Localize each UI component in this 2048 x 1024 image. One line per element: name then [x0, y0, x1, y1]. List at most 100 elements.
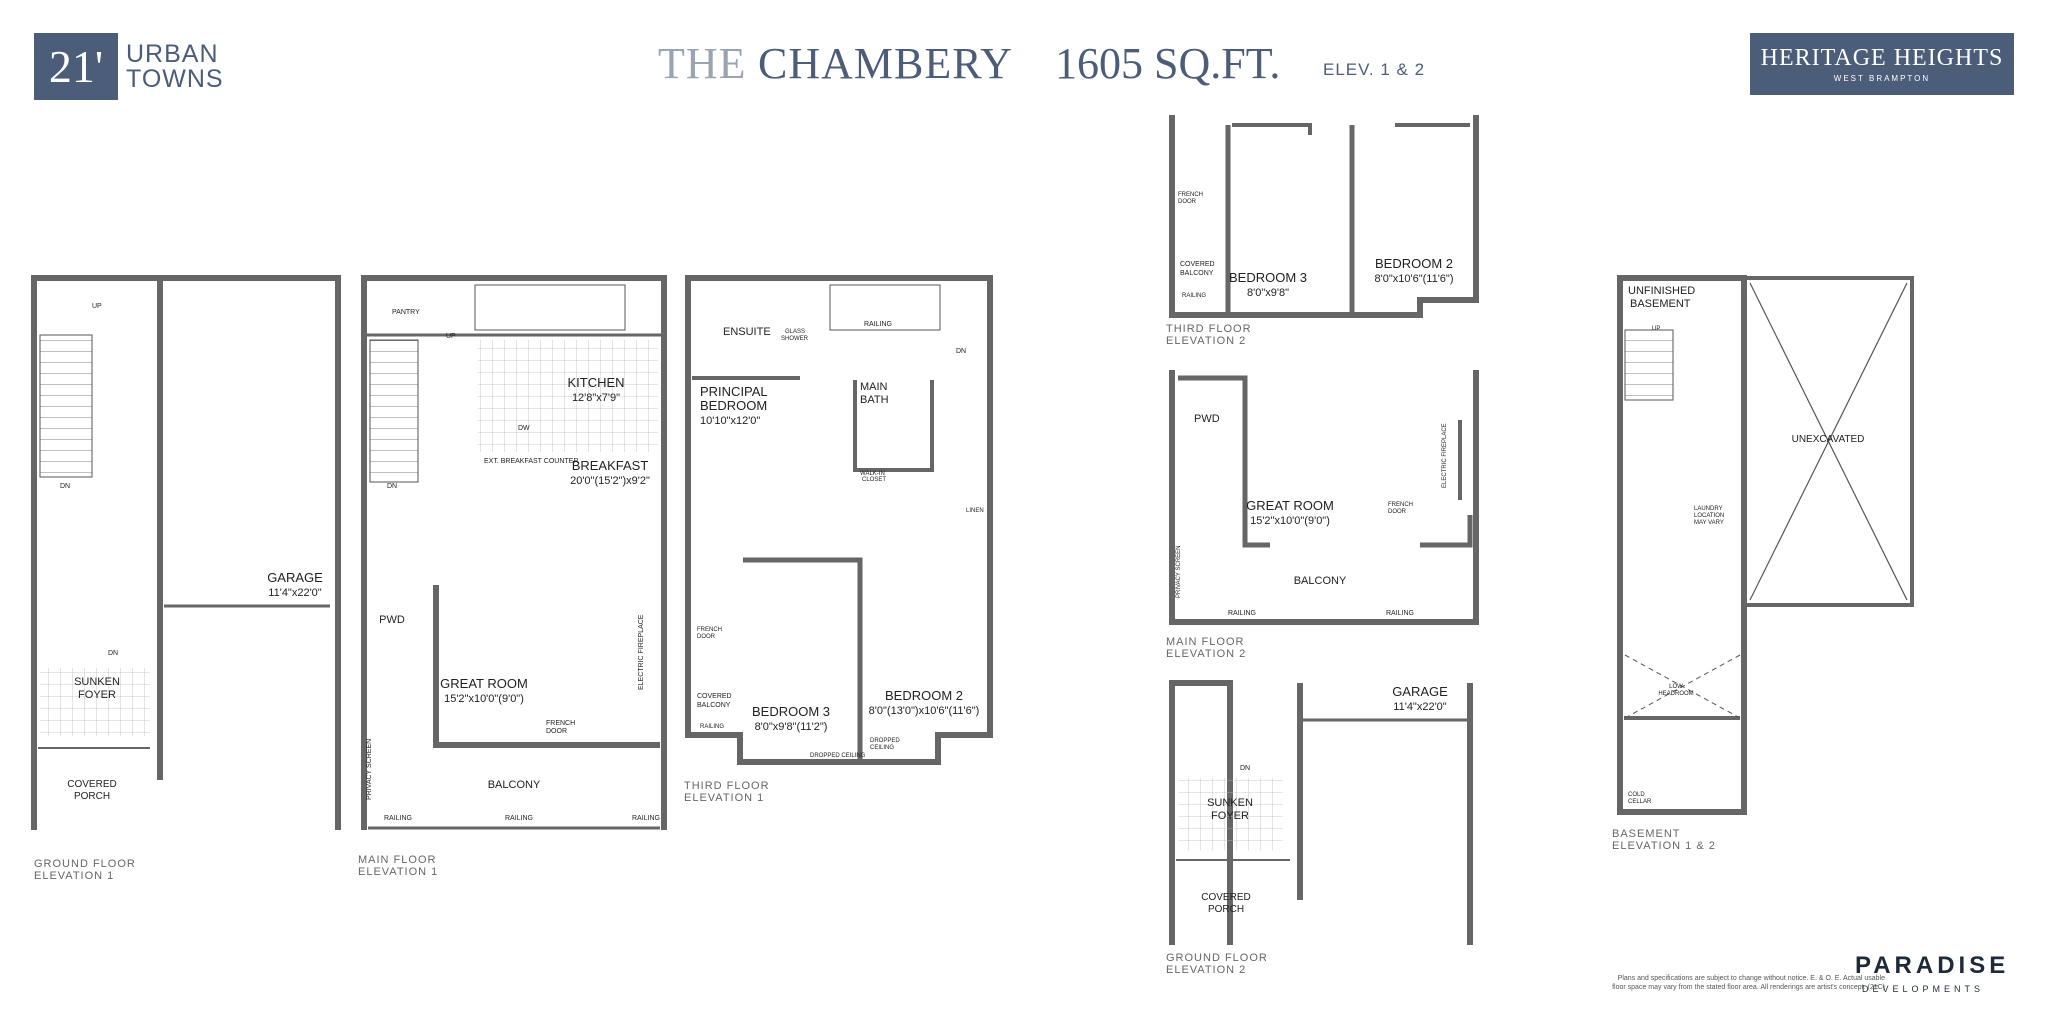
- principal-label-a: PRINCIPAL: [700, 384, 768, 399]
- laundry-b: LOCATION: [1694, 513, 1724, 519]
- railing-m1b: RAILING: [505, 815, 533, 822]
- bedroom2-dim-e2: 8'0"x10'6"(11'6"): [1375, 273, 1454, 285]
- french-door-m2a: FRENCH: [1388, 502, 1413, 508]
- main-bath-a: MAIN: [860, 381, 888, 393]
- covered-balcony-t2b: BALCONY: [1180, 270, 1214, 277]
- balcony-label-e2: BALCONY: [1294, 575, 1347, 587]
- disclaimer: Plans and specifications are subject to …: [1612, 975, 1885, 991]
- linen-label: LINEN: [966, 508, 984, 514]
- logo-wordmark: URBAN TOWNS: [126, 42, 224, 92]
- logo-line-2: TOWNS: [126, 65, 224, 93]
- great-room-dim-e1: 15'2"x10'0"(9'0"): [444, 693, 524, 705]
- bedroom3-dim-e2: 8'0"x9'8": [1247, 287, 1289, 299]
- railing-m2b: RAILING: [1386, 610, 1414, 617]
- ext-counter-label: EXT. BREAKFAST COUNTER: [484, 458, 578, 465]
- covered-balcony-t2a: COVERED: [1180, 261, 1215, 268]
- third-floor-elev1: [685, 275, 993, 765]
- community-name: HERITAGE HEIGHTS: [1760, 45, 2004, 71]
- railing-m2a: RAILING: [1228, 610, 1256, 617]
- foyer-label-e2: FOYER: [1211, 810, 1249, 822]
- breakfast-label: BREAKFAST: [572, 458, 649, 473]
- covered-balcony-t1b: BALCONY: [697, 702, 731, 709]
- dn-label-m1: DN: [387, 483, 397, 490]
- garage-label-e1: GARAGE: [267, 570, 323, 585]
- community-location: WEST BRAMPTON: [1833, 74, 1931, 83]
- railing-t2: RAILING: [1182, 293, 1206, 299]
- principal-label-b: BEDROOM: [700, 398, 767, 413]
- main-floor-elev2: [1169, 370, 1479, 625]
- logo-line-1: URBAN: [126, 40, 219, 68]
- cold-cellar-b: CELLAR: [1628, 799, 1652, 805]
- laundry-a: LAUNDRY: [1694, 506, 1723, 512]
- elevations-label: ELEV. 1 & 2: [1323, 60, 1426, 79]
- bedroom2-label-e1: BEDROOM 2: [885, 688, 963, 703]
- foyer-label-e1: FOYER: [78, 689, 116, 701]
- basement-label: BASEMENT: [1630, 298, 1691, 310]
- bedroom3-dim-e1: 8'0"x9'8"(11'2"): [755, 721, 828, 733]
- railing-m1c: RAILING: [632, 815, 660, 822]
- bedroom2-dim-e1: 8'0"(13'0")x10'6"(11'6"): [869, 705, 980, 717]
- dropped-t1a: DROPPED: [870, 738, 900, 744]
- laundry-c: MAY VARY: [1694, 520, 1724, 526]
- privacy-m2: PRIVACY SCREEN: [1176, 546, 1182, 598]
- bedroom2-label-e2: BEDROOM 2: [1375, 256, 1453, 271]
- pwd-label-e2: PWD: [1194, 413, 1220, 425]
- french-door-t1b: DOOR: [697, 634, 716, 640]
- walkin-a: WALK-IN: [860, 471, 885, 477]
- sunken-label-e1: SUNKEN: [74, 676, 120, 688]
- pwd-label-e1: PWD: [379, 614, 405, 626]
- french-door-t2a: FRENCH: [1178, 192, 1203, 198]
- covered-balcony-t1a: COVERED: [697, 693, 732, 700]
- french-door-m2b: DOOR: [1388, 509, 1407, 515]
- kitchen-dim: 12'8"x7'9": [572, 392, 620, 404]
- dropped-t1b: CEILING: [870, 745, 894, 751]
- glass-shower-a: GLASS: [785, 329, 805, 335]
- dn-label-g2: DN: [1240, 765, 1250, 772]
- ground-floor-elev1: [31, 275, 341, 830]
- french-door-t1a: FRENCH: [697, 627, 722, 633]
- up-label-b: UP: [1652, 326, 1660, 332]
- great-room-dim-e2: 15'2"x10'0"(9'0"): [1250, 515, 1330, 527]
- great-room-label-e1: GREAT ROOM: [440, 676, 528, 691]
- covered-label-e1: COVERED: [67, 779, 116, 790]
- garage-label-e2: GARAGE: [1392, 684, 1448, 699]
- third-floor-elev2: [1169, 115, 1479, 318]
- railing-t1b: RAILING: [864, 321, 892, 328]
- ensuite-label: ENSUITE: [723, 326, 771, 338]
- glass-shower-b: SHOWER: [781, 336, 809, 342]
- garage-dim-e2: 11'4"x22'0": [1393, 701, 1446, 713]
- garage-dim-e1: 11'4"x22'0": [268, 587, 321, 599]
- developer-logo: PARADISE: [1855, 952, 2010, 979]
- bedroom3-label-e2: BEDROOM 3: [1229, 270, 1307, 285]
- pantry-label: PANTRY: [392, 309, 420, 316]
- sunken-label-e2: SUNKEN: [1207, 797, 1253, 809]
- dn-label-g1: DN: [60, 483, 70, 490]
- walkin-b: CLOSET: [862, 477, 886, 483]
- square-footage: 1605 SQ.FT.: [1055, 39, 1281, 88]
- up-label-g1: UP: [92, 303, 102, 310]
- logo-number-badge: 21': [34, 33, 118, 100]
- cold-cellar-a: COLD: [1628, 792, 1645, 798]
- fireplace-m2: ELECTRIC FIREPLACE: [1442, 423, 1448, 488]
- balcony-label-e1: BALCONY: [488, 779, 541, 791]
- dw-label: DW: [518, 425, 530, 432]
- kitchen-label: KITCHEN: [567, 375, 624, 390]
- main-floor-elev1: [361, 275, 667, 830]
- principal-dim: 10'10"x12'0": [700, 415, 760, 427]
- community-logo: HERITAGE HEIGHTS WEST BRAMPTON: [1750, 33, 2014, 95]
- french-door-t2b: DOOR: [1178, 199, 1197, 205]
- railing-m1a: RAILING: [384, 815, 412, 822]
- main-bath-b: BATH: [860, 394, 889, 406]
- unfinished-label: UNFINISHED: [1628, 285, 1695, 297]
- low-headroom-a: LOW: [1669, 684, 1683, 690]
- porch-label-e1: PORCH: [74, 791, 110, 802]
- developer-logo-sub: DEVELOPMENTS: [1862, 984, 1985, 994]
